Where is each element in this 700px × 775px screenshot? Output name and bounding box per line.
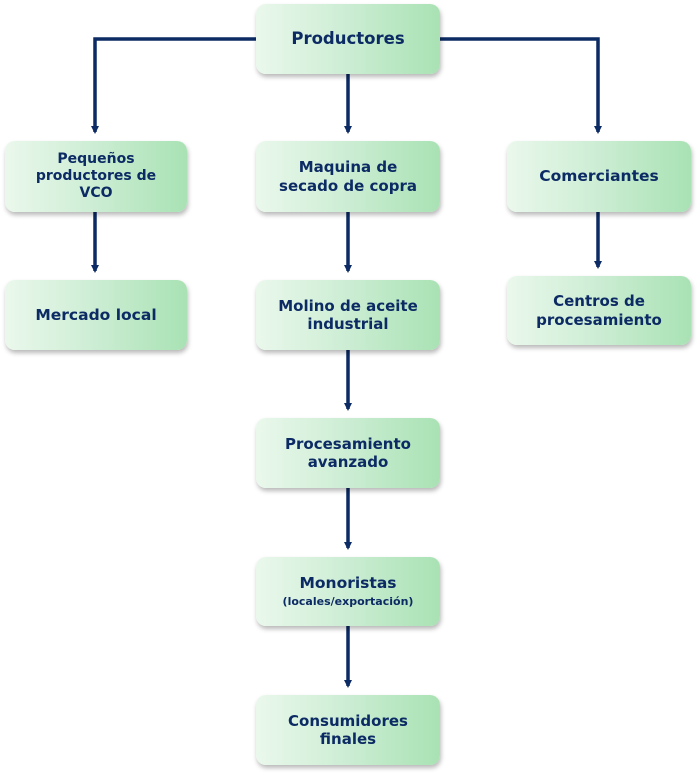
node-monoristas: Monoristas (locales/exportación) <box>256 557 440 626</box>
node-maquina-secado: Maquina de secado de copra <box>256 141 440 212</box>
node-productores-label: Productores <box>291 28 405 48</box>
node-productores: Productores <box>256 4 440 74</box>
node-consumidores-finales-label: Consumidores finales <box>288 711 408 748</box>
node-pequenos-productores-label: Pequeños productores de VCO <box>35 150 157 202</box>
node-procesamiento-avanzado: Procesamiento avanzado <box>256 418 440 488</box>
node-consumidores-finales: Consumidores finales <box>256 695 440 765</box>
node-mercado-local: Mercado local <box>5 280 187 350</box>
node-monoristas-sublabel: (locales/exportación) <box>282 595 414 609</box>
node-centros-procesamiento-label: Centros de procesamiento <box>536 292 662 329</box>
node-centros-procesamiento: Centros de procesamiento <box>507 276 691 345</box>
node-monoristas-label: Monoristas <box>299 574 397 593</box>
connector-productores-comerciantes <box>440 37 602 134</box>
node-comerciantes-label: Comerciantes <box>539 167 659 186</box>
node-molino-aceite-label: Molino de aceite industrial <box>278 296 418 333</box>
node-maquina-secado-label: Maquina de secado de copra <box>279 158 417 195</box>
node-molino-aceite: Molino de aceite industrial <box>256 280 440 350</box>
node-procesamiento-avanzado-label: Procesamiento avanzado <box>285 434 411 471</box>
node-mercado-local-label: Mercado local <box>35 305 157 324</box>
connector-productores-pequenos <box>91 37 256 134</box>
node-pequenos-productores: Pequeños productores de VCO <box>5 141 187 212</box>
node-comerciantes: Comerciantes <box>507 141 691 212</box>
